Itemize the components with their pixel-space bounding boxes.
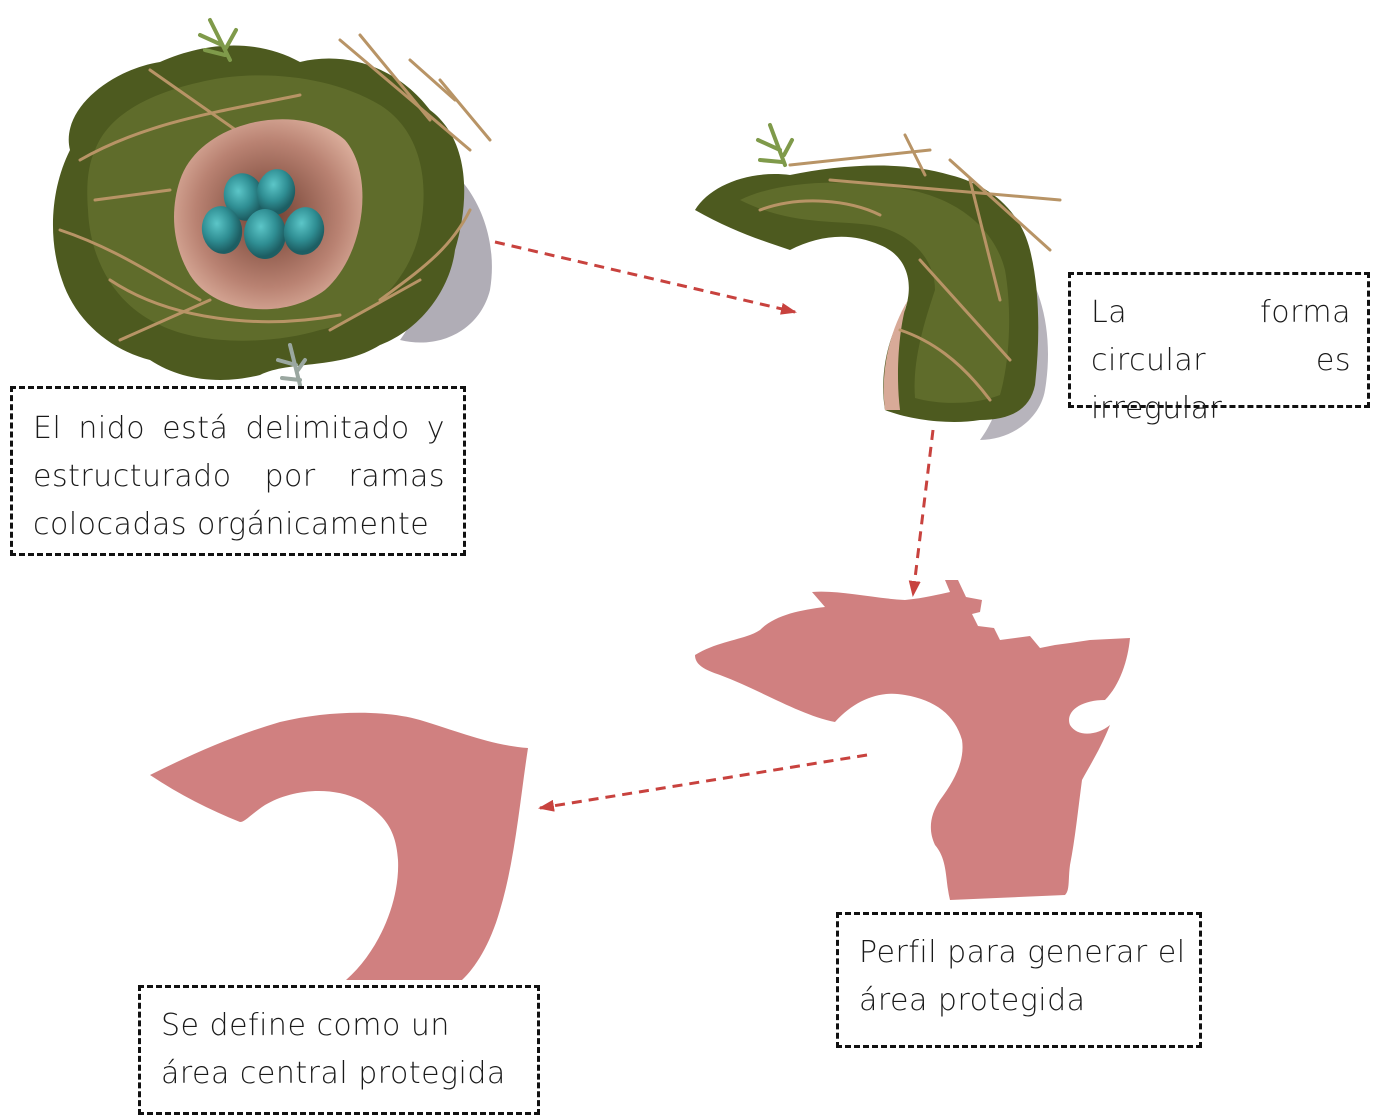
nest-fern-bottom [276,343,307,387]
egg [244,209,286,259]
note-area-text: Se define como un área central protegida [161,1008,506,1091]
fragment-twigs [758,133,1062,402]
fragment-moss-highlight [740,182,1010,403]
fragment-lining [883,300,908,410]
note-shape-text: La forma circular es irregular [1091,295,1351,426]
egg [283,207,325,255]
nest-eggs [201,169,325,259]
note-area-description: Se define como un área central protegida [138,985,540,1115]
note-profile-description: Perfil para generar el área protegida [836,912,1202,1048]
note-nest-description: El nido está delimitado y estructurado p… [10,386,466,556]
nest-fern [198,18,238,62]
arrow-profile-to-area [538,753,868,812]
note-nest-text: El nido está delimitado y estructurado p… [33,411,445,542]
note-profile-text: Perfil para generar el área protegida [859,935,1186,1018]
protected-area-profile-shape [695,580,1130,900]
nest-twigs [58,33,492,342]
arrow-fragment-to-profile [908,429,935,597]
fragment-fern [756,123,794,167]
note-shape-description: La forma circular es irregular [1068,272,1370,426]
egg [201,206,243,254]
egg [223,173,265,221]
nest-fragment-illustration [695,123,1062,440]
egg [256,169,296,215]
nest-illustration [52,18,492,387]
central-protected-area-shape [150,712,528,980]
arrow-nest-to-fragment [494,240,797,315]
